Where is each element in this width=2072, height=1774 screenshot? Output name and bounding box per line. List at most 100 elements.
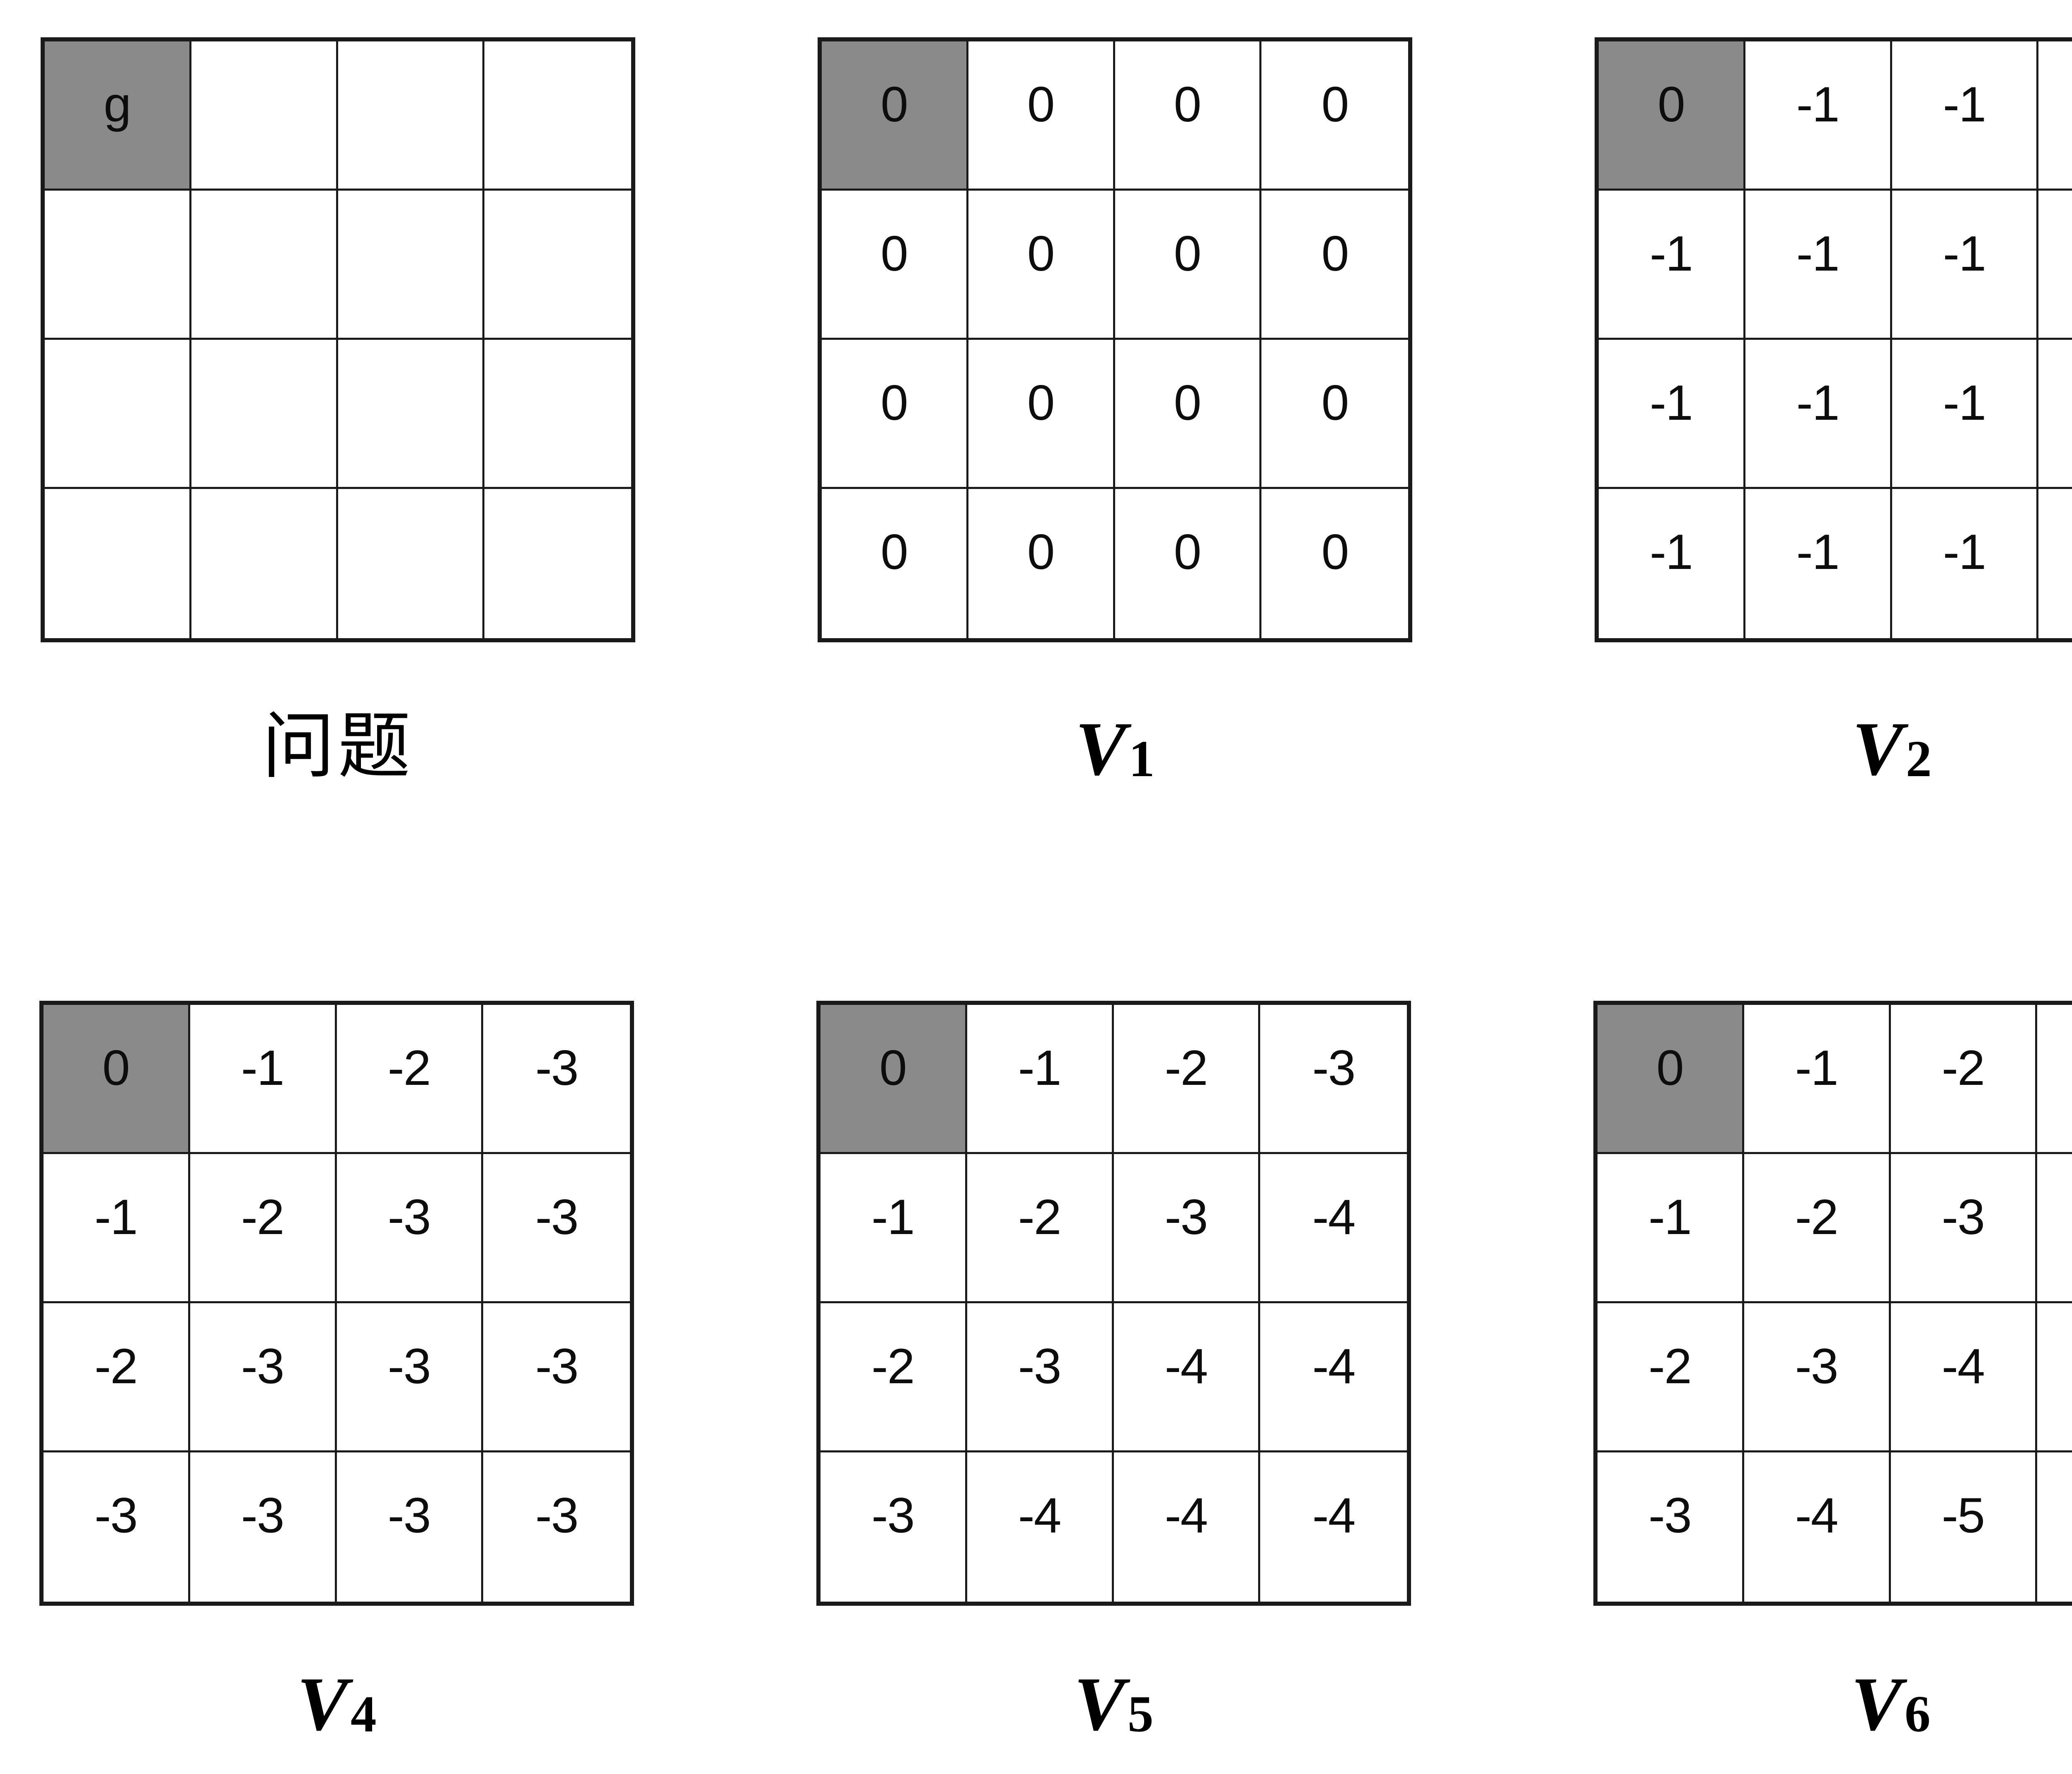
grid-cell: -2	[190, 1154, 337, 1303]
grid-cell: -4	[967, 1452, 1114, 1602]
grid-cell: -1	[1892, 340, 2039, 489]
grid-cell: -2	[1598, 1303, 1744, 1452]
grid-cell: 0	[968, 489, 1115, 638]
grid-cell: -1	[1598, 1154, 1744, 1303]
grid-cell	[338, 191, 485, 340]
value-grid-problem: g	[41, 37, 635, 642]
grid-cell: -4	[1890, 1303, 2038, 1452]
grid-cell: -1	[2038, 340, 2072, 489]
grid-cell	[45, 340, 191, 489]
grid-cell: -3	[483, 1303, 630, 1452]
grid-cell: 0	[1261, 489, 1408, 638]
grid-cell: -1	[1892, 489, 2039, 638]
value-grid-v4: 0-1-2-3-1-2-3-3-2-3-3-3-3-3-3-3	[39, 1001, 634, 1606]
grid-cell: -4	[1260, 1303, 1407, 1452]
grid-cell: -5	[2037, 1452, 2072, 1602]
grid-cell: -2	[1113, 1005, 1261, 1154]
grid-cell	[45, 191, 191, 340]
grid-cell: -2	[1744, 1154, 1891, 1303]
value-grid-v6: 0-1-2-3-1-2-3-4-2-3-4-5-3-4-5-5	[1593, 1001, 2072, 1606]
panel-label-v2: V2	[1595, 711, 2072, 787]
grid-cell: 0	[1261, 191, 1408, 340]
grid-cell	[191, 489, 338, 638]
grid-cell: -3	[1744, 1303, 1891, 1452]
grid-cell: -4	[1113, 1452, 1261, 1602]
grid-cell: -4	[1260, 1452, 1407, 1602]
grid-cell: 0	[1261, 340, 1408, 489]
grid-cell: -2	[821, 1303, 967, 1452]
grid-cell: -1	[44, 1154, 190, 1303]
grid-cell: -2	[336, 1005, 484, 1154]
grid-cell: -3	[190, 1452, 337, 1602]
grid-cell: -3	[1113, 1154, 1261, 1303]
panel-label-v5: V5	[816, 1666, 1411, 1743]
grid-cell: 0	[822, 191, 968, 340]
panel-label-subscript: 1	[1128, 731, 1155, 788]
grid-cell: -3	[190, 1303, 337, 1452]
grid-cell	[338, 41, 485, 191]
grid-cell: 0	[822, 340, 968, 489]
grid-cell: -1	[1745, 191, 1892, 340]
grid-cell: -1	[1892, 41, 2039, 191]
grid-cell	[484, 41, 631, 191]
grid-cell: g	[45, 41, 191, 191]
grid-cell: -3	[2037, 1005, 2072, 1154]
grid-cell: -2	[967, 1154, 1114, 1303]
grid-cell: -3	[483, 1452, 630, 1602]
grid-cell	[191, 41, 338, 191]
grid-cell: 0	[822, 41, 968, 191]
grid-cell: -4	[1744, 1452, 1891, 1602]
grid-cell: -1	[1744, 1005, 1891, 1154]
grid-cell: 0	[1261, 41, 1408, 191]
grid-cell: -3	[483, 1005, 630, 1154]
panel-label-v4: V4	[39, 1666, 634, 1743]
grid-cell: -1	[1745, 489, 1892, 638]
grid-cell: 0	[1599, 41, 1745, 191]
panel-label-v6: V6	[1593, 1666, 2072, 1743]
grid-cell: -4	[1260, 1154, 1407, 1303]
grid-cell: -3	[967, 1303, 1114, 1452]
grid-cell: -3	[1890, 1154, 2038, 1303]
grid-cell: -3	[483, 1154, 630, 1303]
panel-label-main: V	[297, 1662, 348, 1747]
grid-cell: -1	[1745, 340, 1892, 489]
grid-cell: 0	[821, 1005, 967, 1154]
panel-label-main: V	[1852, 707, 1903, 791]
grid-cell: 0	[968, 340, 1115, 489]
grid-cell: -2	[1890, 1005, 2038, 1154]
panel-label-subscript: 5	[1127, 1686, 1154, 1743]
grid-cell: -1	[2038, 191, 2072, 340]
grid-cell: -2	[44, 1303, 190, 1452]
grid-cell: -1	[1599, 191, 1745, 340]
grid-cell: -1	[1599, 489, 1745, 638]
grid-cell: -3	[44, 1452, 190, 1602]
panel-label-subscript: 6	[1904, 1686, 1931, 1743]
grid-cell: -3	[821, 1452, 967, 1602]
grid-cell: -5	[2037, 1303, 2072, 1452]
panel-label-subscript: 2	[1905, 731, 1932, 788]
grid-cell: 0	[968, 41, 1115, 191]
grid-cell: 0	[1115, 489, 1262, 638]
grid-cell: -1	[2038, 41, 2072, 191]
grid-cell: -4	[2037, 1154, 2072, 1303]
grid-cell	[484, 340, 631, 489]
grid-cell: 0	[1115, 340, 1262, 489]
grid-cell: -1	[2038, 489, 2072, 638]
grid-cell	[484, 191, 631, 340]
grid-cell: -4	[1113, 1303, 1261, 1452]
grid-cell: -1	[1599, 340, 1745, 489]
grid-cell	[45, 489, 191, 638]
grid-cell: 0	[1115, 191, 1262, 340]
grid-cell: -3	[1260, 1005, 1407, 1154]
grid-cell	[191, 191, 338, 340]
grid-cell: -5	[1890, 1452, 2038, 1602]
grid-cell: -1	[967, 1005, 1114, 1154]
grid-panel-v2: 0-1-1-1-1-1-1-1-1-1-1-1-1-1-1-1V2	[1595, 37, 2072, 787]
grid-cell: -1	[190, 1005, 337, 1154]
